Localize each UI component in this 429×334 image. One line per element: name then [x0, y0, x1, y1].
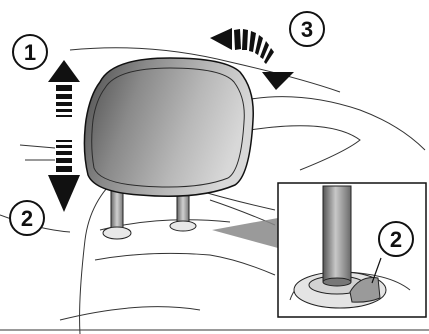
callout-1-label: 1: [24, 40, 36, 65]
release-button: [349, 277, 381, 303]
callout-2-label: 2: [21, 206, 33, 231]
headrest-cushion: [83, 57, 254, 197]
callout-1: 1: [12, 34, 48, 70]
down-arrow-icon: [48, 140, 80, 212]
release-button-inset: 2: [277, 182, 427, 318]
zoom-pointer: [212, 218, 278, 248]
callout-2-lower: 2: [9, 200, 45, 236]
callout-2-inset-label: 2: [390, 227, 402, 252]
up-arrow-icon: [48, 60, 80, 117]
curved-arrow-icon: [210, 28, 294, 90]
callout-3-label: 3: [301, 17, 313, 42]
callout-3: 3: [289, 11, 325, 47]
seat-outline: [0, 47, 429, 334]
